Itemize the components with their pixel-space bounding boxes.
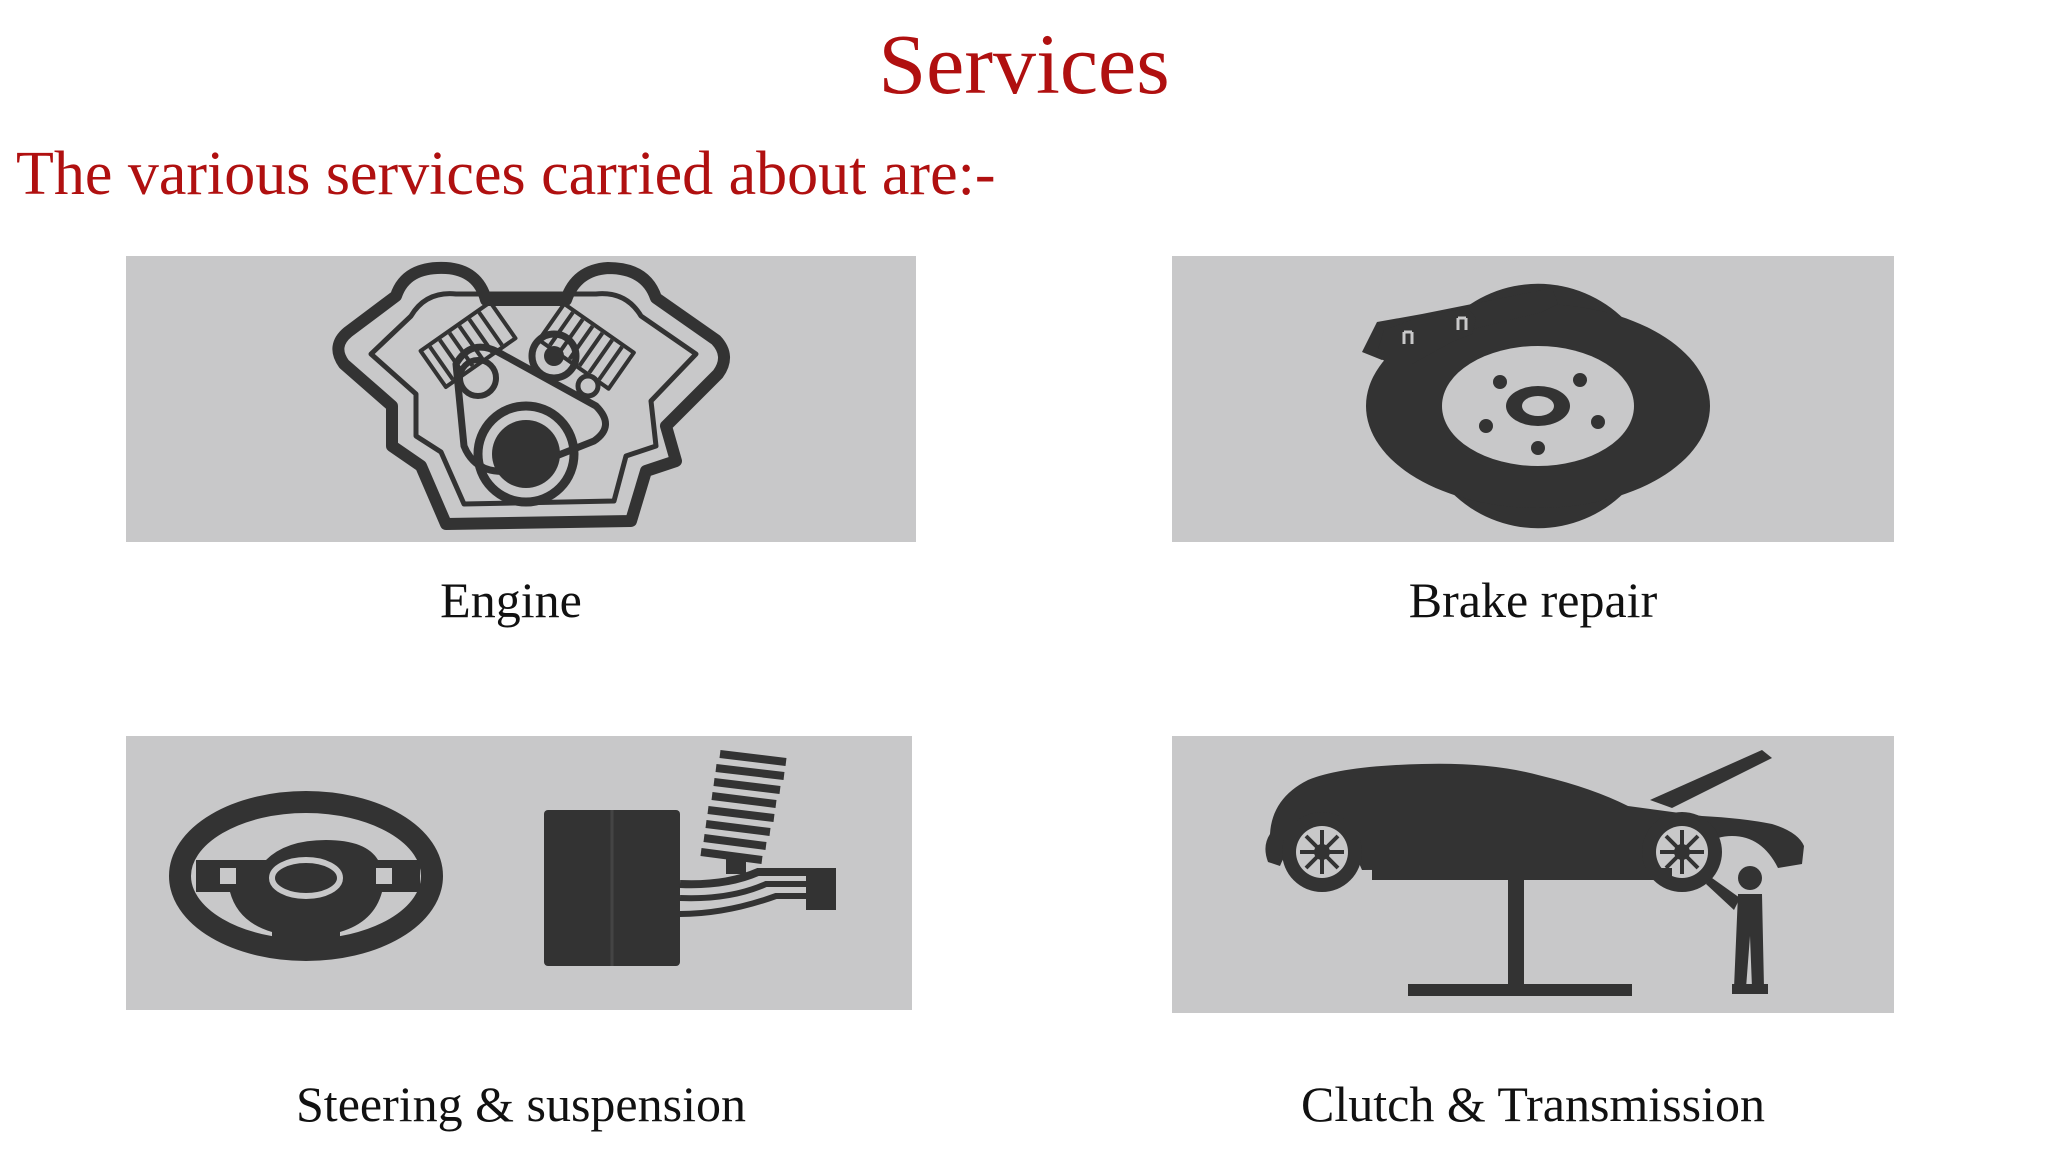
service-caption-brake-repair: Brake repair [1408, 572, 1658, 628]
brake-disc-icon [1362, 283, 1710, 529]
service-tile-brake-repair [1172, 256, 1894, 542]
service-tile-clutch-transmission [1172, 736, 1894, 1013]
service-caption-clutch-transmission: Clutch & Transmission [1301, 1076, 1765, 1132]
steering-suspension-icon [169, 750, 836, 966]
service-tile-engine [126, 256, 916, 542]
engine-icon [332, 261, 730, 530]
car-lift-icon [1265, 750, 1804, 996]
service-caption-engine: Engine [440, 572, 582, 628]
service-caption-steering-suspension: Steering & suspension [296, 1076, 746, 1132]
slide-subtitle: The various services carried about are:- [16, 140, 996, 208]
service-tile-steering-suspension [126, 736, 912, 1010]
slide-title: Services [878, 16, 1170, 112]
